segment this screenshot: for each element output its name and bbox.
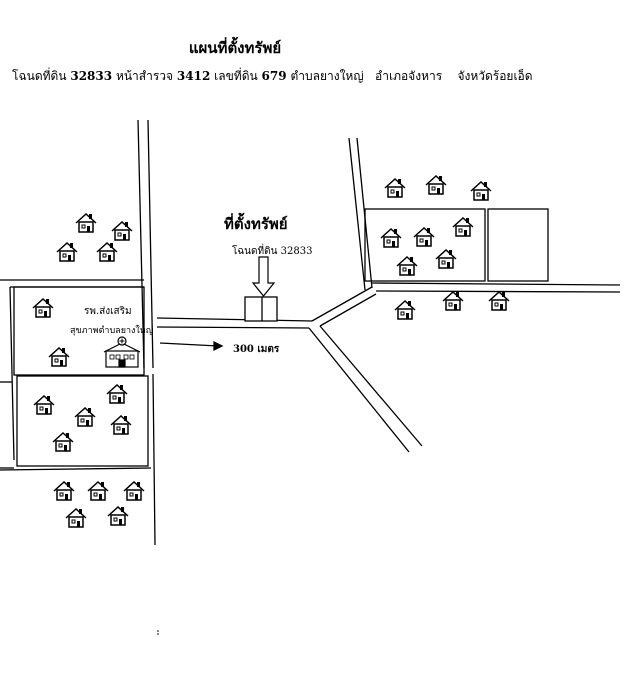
house-icon [394, 300, 416, 320]
hospital-name-line2: สุขภาพตำบลยางใหญ่ [70, 326, 154, 336]
house-icon [123, 481, 145, 501]
junction-upper [311, 286, 373, 322]
house-icon [32, 298, 54, 318]
house-icon [74, 407, 96, 427]
house-icon [33, 395, 55, 415]
map-dot [157, 633, 159, 635]
diagonal-road-right [319, 325, 423, 447]
survey-label: หน้าสำรวจ [115, 69, 174, 83]
block-right-b [487, 208, 549, 282]
down-arrow-icon [251, 256, 276, 297]
province: จังหวัดร้อยเอ็ด [457, 69, 533, 83]
house-icon [425, 175, 447, 195]
deed-number: 32833 [70, 69, 113, 83]
house-icon [380, 228, 402, 248]
right-road-left-edge [348, 137, 366, 291]
left-block-left [9, 286, 15, 461]
house-icon [396, 256, 418, 276]
house-icon [488, 291, 510, 311]
land-label: เลขที่ดิน [214, 69, 258, 83]
distance-arrow-icon [159, 340, 224, 352]
main-road-left-edge [137, 119, 145, 369]
house-icon [87, 481, 109, 501]
map-dot [157, 630, 159, 632]
house-icon [65, 508, 87, 528]
left-road-bottom [0, 467, 152, 471]
house-icon [48, 347, 70, 367]
house-icon [384, 178, 406, 198]
house-icon [52, 432, 74, 452]
location-deed-label: โฉนดที่ดิน 32833 [232, 246, 313, 257]
house-icon [75, 213, 97, 233]
map-title: แผนที่ตั้งทรัพย์ [188, 39, 282, 57]
subdistrict: ตำบลยางใหญ่ [290, 69, 364, 83]
house-icon [56, 242, 78, 262]
house-icon [470, 181, 492, 201]
junction-upper-2 [319, 293, 377, 327]
house-icon [106, 384, 128, 404]
house-icon [111, 221, 133, 241]
right-road-top [371, 282, 621, 286]
main-road-right-edge [147, 119, 154, 369]
deed-info-line: โฉนดที่ดิน 32833 หน้าสำรวจ 3412 เลขที่ดิ… [12, 67, 612, 86]
house-icon [452, 217, 474, 237]
hospital-icon [103, 336, 141, 368]
roads [0, 119, 621, 546]
property-parcel [244, 296, 278, 322]
house-icon [53, 481, 75, 501]
house-icon [110, 415, 132, 435]
distance-label: 300 เมตร [233, 344, 280, 355]
location-title: ที่ตั้งทรัพย์ [224, 215, 288, 233]
district: อำเภอจังหาร [375, 69, 443, 83]
left-block-lower [16, 375, 149, 467]
left-block-upper [13, 286, 145, 376]
house-icon [442, 291, 464, 311]
parcel-outline [244, 296, 278, 322]
house-icon [435, 249, 457, 269]
main-road-right-edge-lower [152, 373, 156, 546]
survey-number: 3412 [176, 69, 211, 83]
house-icon [96, 242, 118, 262]
side-road-bottom [156, 326, 310, 329]
house-icon [107, 506, 129, 526]
side-road-top [156, 317, 313, 322]
diagonal-road-left [308, 327, 410, 453]
hospital-name-line1: รพ.ส่งเสริม [84, 306, 132, 317]
right-road-bottom [375, 290, 621, 293]
deed-label: โฉนดที่ดิน [12, 69, 67, 83]
house-icon [413, 227, 435, 247]
block-right-a [364, 208, 486, 282]
land-number: 679 [261, 69, 287, 83]
